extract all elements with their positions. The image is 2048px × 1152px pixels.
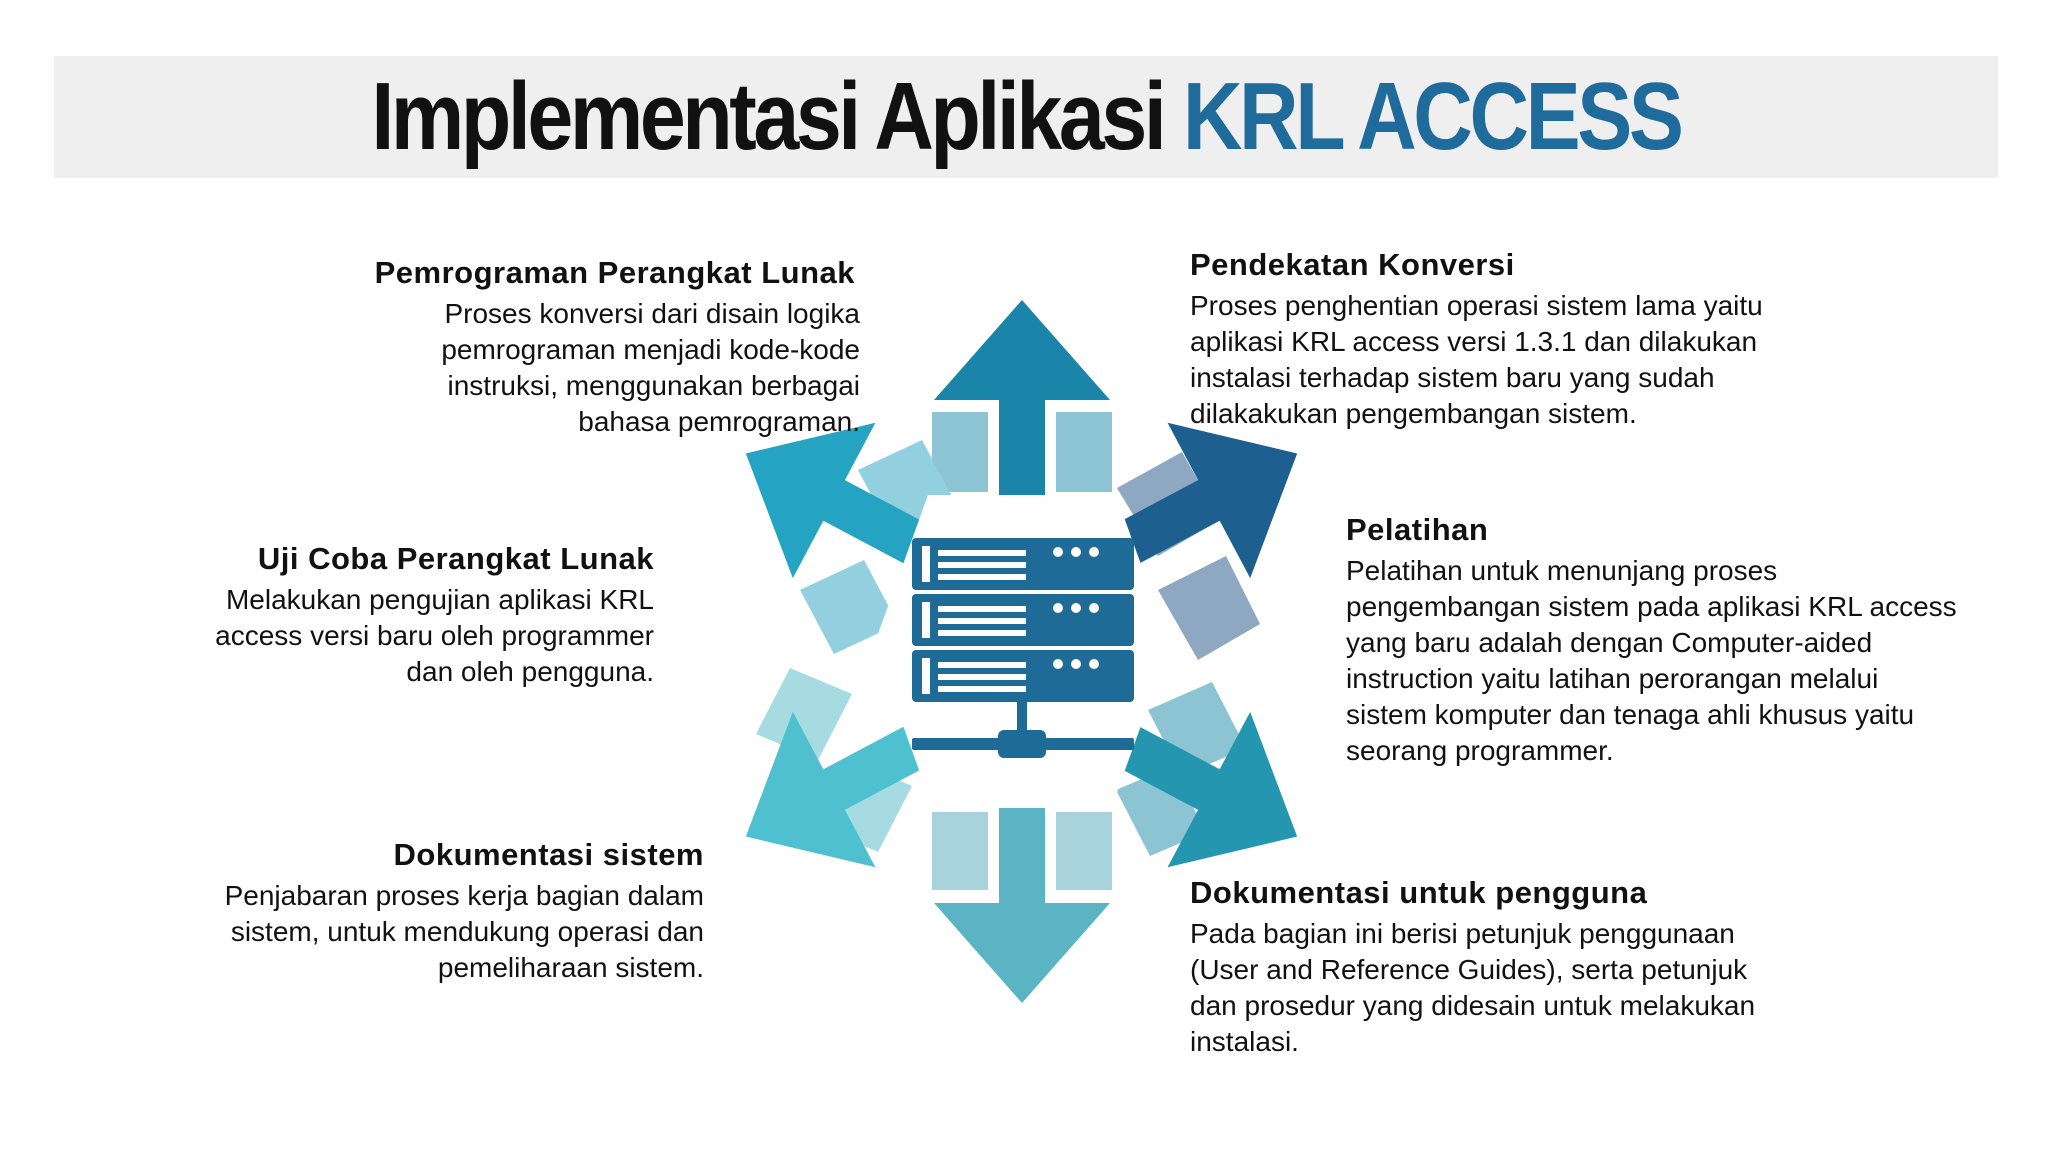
step-heading: Pendekatan Konversi — [1190, 247, 1515, 282]
arrow-up-right — [1114, 422, 1298, 579]
step-line: dilakakukan pengembangan sistem. — [1190, 398, 1637, 429]
step-pendekatan-konversi: Pendekatan Konversi Proses penghentian o… — [1190, 246, 1870, 432]
band-bottom-left — [932, 812, 988, 890]
step-line: Penjabaran proses kerja bagian dalam — [224, 880, 704, 911]
step-heading: Dokumentasi sistem — [393, 837, 704, 872]
step-pelatihan: Pelatihan Pelatihan untuk menunjang pros… — [1346, 511, 2006, 769]
step-line: Melakukan pengujian aplikasi KRL — [225, 584, 654, 615]
step-uji-coba: Uji Coba Perangkat Lunak Melakukan pengu… — [100, 540, 654, 690]
band-right-top-b — [1158, 556, 1260, 660]
title-accent: KRL ACCESS — [1182, 63, 1684, 170]
step-line: Proses penghentian operasi sistem lama y… — [1190, 290, 1763, 321]
band-left-top-a — [800, 560, 898, 654]
step-line: instruksi, menggunakan berbagai — [447, 370, 860, 401]
step-line: dan oleh pengguna. — [406, 656, 654, 687]
step-pemrograman: Pemrograman Perangkat Lunak Proses konve… — [200, 254, 860, 440]
band-left-bottom-b — [756, 668, 852, 760]
title-main: Implementasi Aplikasi — [371, 63, 1166, 170]
step-line: (User and Reference Guides), serta petun… — [1190, 954, 1748, 985]
arrow-down — [934, 808, 1110, 1003]
step-line: Pelatihan untuk menunjang proses — [1346, 555, 1778, 586]
step-line: dan prosedur yang didesain untuk melakuk… — [1190, 990, 1756, 1021]
band-bottom-right — [1056, 812, 1112, 890]
step-line: seorang programmer. — [1346, 735, 1614, 766]
arrow-up-left — [745, 422, 929, 579]
step-line: pemeliharaan sistem. — [437, 952, 704, 983]
band-top-right — [1056, 412, 1112, 492]
step-line: aplikasi KRL access versi 1.3.1 dan dila… — [1190, 326, 1758, 357]
step-line: Proses konversi dari disain logika — [444, 298, 860, 329]
arrow-down-right — [1114, 711, 1298, 868]
page-title: Implementasi Aplikasi KRL ACCESS — [190, 56, 1862, 178]
step-line: Pada bagian ini berisi petunjuk pengguna… — [1190, 918, 1735, 949]
step-line: yang baru adalah dengan Computer-aided — [1346, 627, 1873, 658]
step-line: instalasi. — [1190, 1026, 1299, 1057]
arrow-up — [934, 300, 1110, 495]
arrows — [745, 300, 1298, 1003]
step-line: access versi baru oleh programmer — [215, 620, 654, 651]
step-heading: Pelatihan — [1346, 512, 1489, 547]
step-line: pengembangan sistem pada aplikasi KRL ac… — [1346, 591, 1957, 622]
step-line: sistem komputer dan tenaga ahli khusus y… — [1346, 699, 1915, 730]
step-heading: Dokumentasi untuk pengguna — [1190, 875, 1648, 910]
step-line: bahasa pemrograman. — [578, 406, 860, 437]
step-heading: Uji Coba Perangkat Lunak — [257, 541, 654, 576]
step-dokumentasi-sistem: Dokumentasi sistem Penjabaran proses ker… — [120, 836, 704, 986]
step-line: pemrograman menjadi kode-kode — [441, 334, 860, 365]
step-heading: Pemrograman Perangkat Lunak — [374, 255, 855, 290]
title-band: Implementasi Aplikasi KRL ACCESS — [54, 56, 1998, 178]
step-dokumentasi-pengguna: Dokumentasi untuk pengguna Pada bagian i… — [1190, 874, 1890, 1060]
server-rack-icon — [912, 538, 1134, 758]
step-line: instruction yaitu latihan perorangan mel… — [1346, 663, 1879, 694]
arrow-down-left — [745, 711, 929, 868]
step-line: instalasi terhadap sistem baru yang suda… — [1190, 362, 1715, 393]
step-line: sistem, untuk mendukung operasi dan — [230, 916, 704, 947]
band-top-left — [932, 412, 988, 492]
